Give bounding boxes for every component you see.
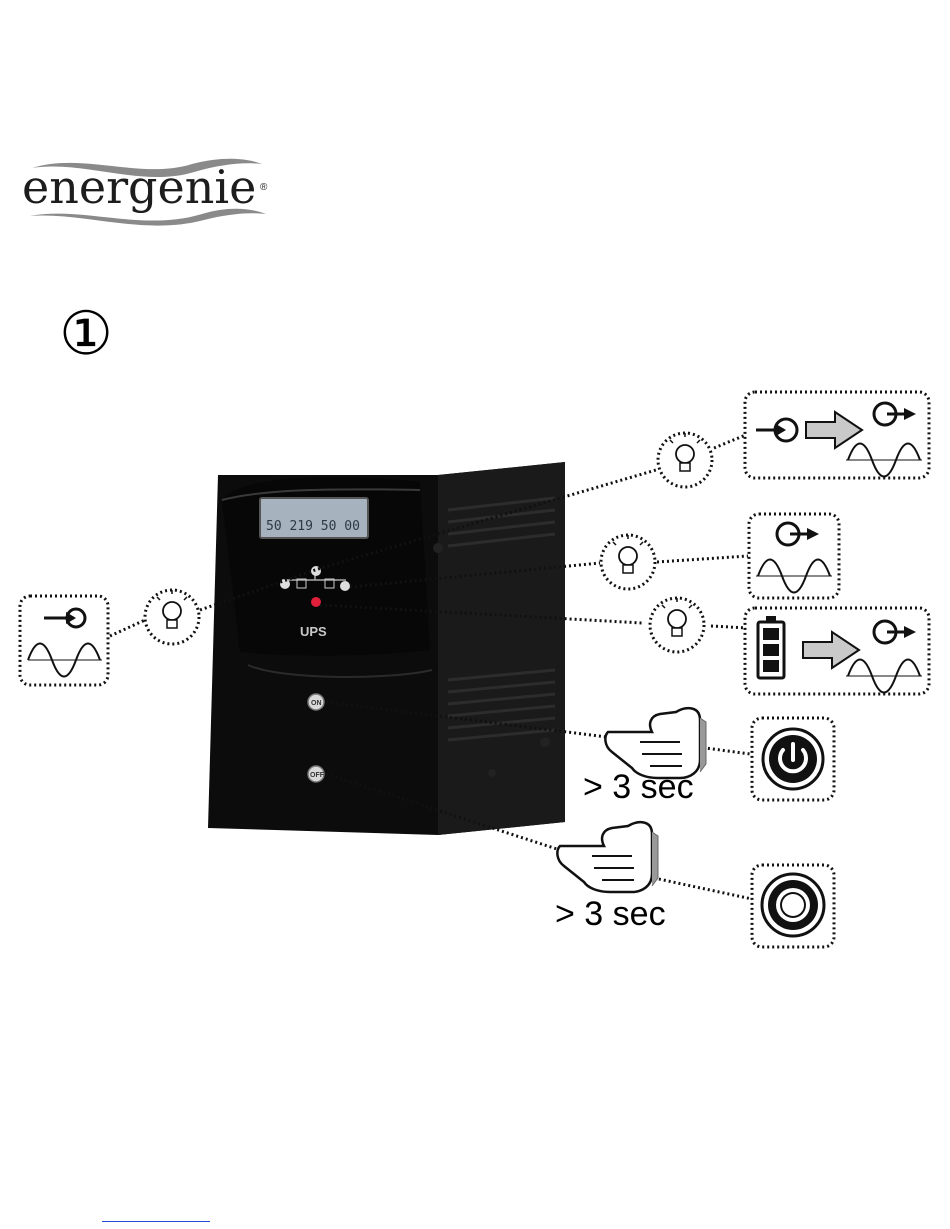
power-on-icon — [769, 735, 817, 783]
off-hold-duration: > 3 sec — [555, 897, 666, 931]
lcd-digits: 50 219 50 00 — [266, 519, 360, 534]
power-off-icon — [762, 874, 824, 936]
ups-diagram: 50 219 50 00 UPS ON OFF — [0, 380, 950, 980]
bulb-inverter — [601, 535, 655, 589]
inverter-led — [340, 581, 350, 591]
battery-mode-box — [745, 608, 929, 694]
registered-mark: ® — [260, 182, 267, 193]
pointing-hand-icon — [557, 822, 658, 892]
inverter-mode-box — [749, 514, 839, 598]
bulb-battery — [650, 598, 704, 652]
logo-wordmark: energenie — [22, 160, 256, 214]
battery-led — [311, 597, 321, 607]
step-number: ① — [50, 298, 122, 370]
input-mode-box — [20, 596, 108, 685]
power-off-box — [752, 865, 834, 947]
bulb-input — [145, 590, 199, 644]
energenie-logo: energenie ® — [22, 150, 272, 230]
ups-front-label: UPS — [300, 624, 327, 639]
bulb-bypass — [658, 433, 712, 487]
bypass-mode-box — [745, 392, 929, 478]
footer-link-underline[interactable] — [102, 1221, 210, 1222]
power-on-box — [752, 718, 834, 800]
ups-device: 50 219 50 00 UPS ON OFF — [208, 462, 565, 835]
battery-icon — [758, 616, 784, 678]
on-hold-duration: > 3 sec — [583, 770, 694, 804]
off-button-label: OFF — [310, 772, 325, 779]
on-button-label: ON — [311, 700, 322, 707]
